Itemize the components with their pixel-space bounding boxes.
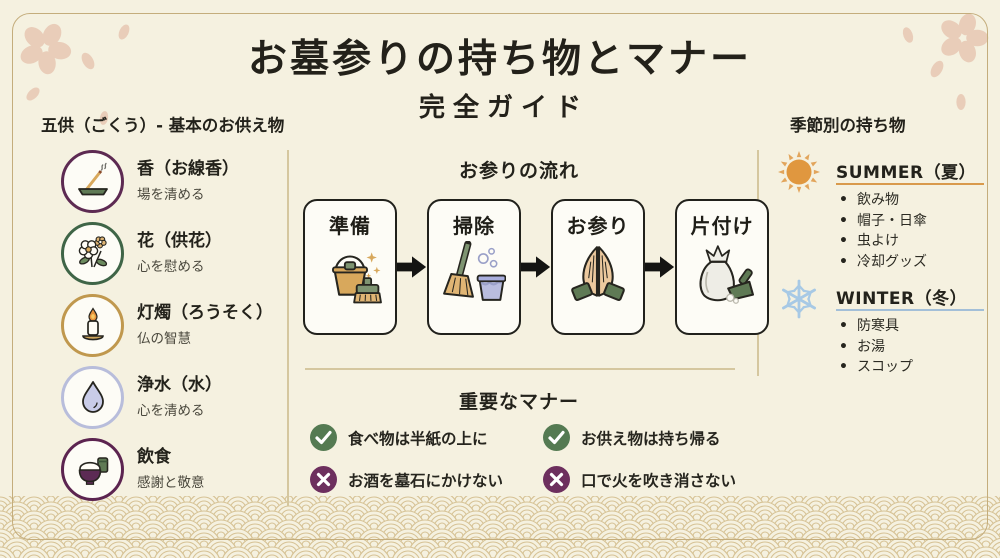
five-offerings-header: 五供（ごくう）- 基本のお供え物 bbox=[41, 116, 285, 135]
sakura-decoration-top-right bbox=[902, 13, 989, 110]
snowflake-icon bbox=[782, 279, 816, 319]
summer-label: SUMMER（夏） bbox=[836, 163, 977, 183]
offering-name: 飲食 bbox=[137, 447, 171, 468]
list-item-candle: 灯燭（ろうそく） 仏の智慧 bbox=[61, 293, 297, 357]
flow-header: お参りの流れ bbox=[458, 160, 579, 182]
page-subtitle: 完全ガイド bbox=[418, 93, 589, 123]
sakura-decoration-top-left bbox=[20, 23, 130, 125]
manner-text: お供え物は持ち帰る bbox=[581, 429, 721, 448]
summer-items-list: 飲み物 帽子・日傘 虫よけ 冷却グッズ bbox=[839, 190, 927, 272]
manner-text: 口で火を吹き消さない bbox=[581, 471, 737, 490]
offering-name: 浄水（水） bbox=[137, 375, 222, 396]
manner-item-do: お供え物は持ち帰る bbox=[543, 424, 740, 451]
manner-text: 食べ物は半紙の上に bbox=[348, 429, 488, 448]
offering-desc: 心を清める bbox=[137, 402, 205, 419]
flow-steps: 準備 掃除 bbox=[303, 197, 769, 336]
arrow-right-icon bbox=[521, 253, 551, 281]
list-item: 防寒具 bbox=[839, 316, 913, 337]
offering-desc: 感謝と敬意 bbox=[137, 474, 205, 491]
offering-name: 香（お線香） bbox=[137, 159, 239, 180]
winter-underline bbox=[836, 309, 984, 311]
offering-name: 花（供花） bbox=[137, 231, 222, 252]
list-item: 冷却グッズ bbox=[839, 252, 927, 273]
flow-step-praying: お参り bbox=[551, 198, 645, 335]
flow-step-label: 準備 bbox=[329, 213, 371, 238]
check-icon bbox=[543, 424, 570, 451]
trash-bag-icon bbox=[699, 244, 754, 304]
flow-step-label: 掃除 bbox=[453, 213, 495, 238]
check-icon bbox=[310, 424, 337, 451]
list-item-incense: 香（お線香） 場を清める bbox=[61, 149, 297, 213]
left-divider bbox=[287, 150, 289, 506]
manner-item-dont: 口で火を吹き消さない bbox=[543, 466, 740, 493]
list-item: 帽子・日傘 bbox=[839, 211, 927, 232]
bucket-broom-icon bbox=[332, 251, 382, 303]
winter-items-list: 防寒具 お湯 スコップ bbox=[839, 316, 913, 378]
manner-text: お酒を墓石にかけない bbox=[348, 471, 504, 490]
manner-item-do: 食べ物は半紙の上に bbox=[310, 424, 543, 451]
manners-header: 重要なマナー bbox=[458, 391, 579, 413]
cleaning-icon bbox=[443, 240, 506, 301]
offering-desc: 場を清める bbox=[137, 186, 205, 203]
list-item: 虫よけ bbox=[839, 231, 927, 252]
page-title: お墓参りの持ち物とマナー bbox=[247, 36, 752, 82]
arrow-right-icon bbox=[397, 253, 427, 281]
incense-icon bbox=[61, 149, 124, 213]
flower-icon bbox=[61, 221, 124, 285]
food-icon bbox=[61, 437, 124, 501]
list-item: スコップ bbox=[839, 357, 913, 378]
five-offerings-list: 香（お線香） 場を清める bbox=[61, 149, 297, 501]
water-drop-icon bbox=[61, 365, 124, 429]
cross-icon bbox=[310, 466, 337, 493]
flow-step-label: 片付け bbox=[690, 213, 754, 238]
candle-icon bbox=[61, 293, 124, 357]
list-item-water: 浄水（水） 心を清める bbox=[61, 365, 297, 429]
manners-list: 食べ物は半紙の上に お供え物は持ち帰る お酒を墓石にかけない 口で火を吹き消さな… bbox=[310, 424, 740, 493]
list-item: 飲み物 bbox=[839, 190, 927, 211]
offering-desc: 仏の智慧 bbox=[137, 330, 191, 347]
seigaiha-wave-pattern bbox=[0, 496, 1000, 558]
flow-step-tidying: 片付け bbox=[675, 198, 769, 335]
praying-hands-icon bbox=[571, 245, 625, 301]
cross-icon bbox=[543, 466, 570, 493]
seasonal-items-header: 季節別の持ち物 bbox=[790, 116, 906, 135]
offering-desc: 心を慰める bbox=[137, 258, 205, 275]
arrow-right-icon bbox=[645, 253, 675, 281]
flow-step-label: お参り bbox=[566, 213, 630, 238]
list-item: お湯 bbox=[839, 337, 913, 358]
list-item-food: 飲食 感謝と敬意 bbox=[61, 437, 297, 501]
offering-name: 灯燭（ろうそく） bbox=[137, 303, 273, 324]
five-offerings-panel: 五供（ごくう）- 基本のお供え物 香（お線香） 場を清める bbox=[41, 112, 297, 509]
winter-label: WINTER（冬） bbox=[836, 289, 968, 309]
summer-underline bbox=[836, 183, 984, 185]
list-item-flowers: 花（供花） 心を慰める bbox=[61, 221, 297, 285]
center-divider bbox=[305, 368, 735, 370]
manner-item-dont: お酒を墓石にかけない bbox=[310, 466, 543, 493]
flow-step-cleaning: 掃除 bbox=[427, 198, 521, 335]
flow-step-preparation: 準備 bbox=[303, 198, 397, 335]
sun-icon bbox=[778, 151, 820, 193]
